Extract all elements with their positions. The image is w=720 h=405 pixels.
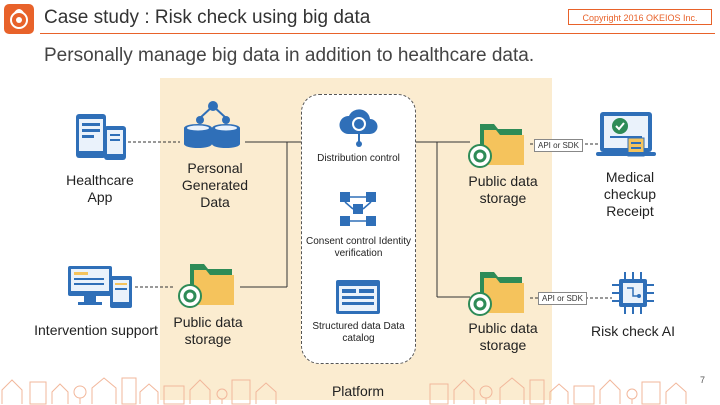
healthcare-app-label: Healthcare App <box>66 172 134 205</box>
structured-label: Structured data Data catalog <box>312 321 405 344</box>
api-sdk-bottom-label: API or SDK <box>538 292 587 305</box>
company-logo-icon <box>4 4 34 34</box>
devices-monitor-icon <box>66 262 138 317</box>
medical-report-laptop-icon <box>596 108 658 169</box>
page-number: 7 <box>700 375 706 385</box>
folder-gear-icon <box>466 266 528 323</box>
public-storage-left-label: Public data storage <box>173 314 243 347</box>
public-storage-bottom-label: Public data storage <box>468 320 538 353</box>
database-icon <box>180 100 246 155</box>
copyright-badge: Copyright 2016 OKEIOS Inc. <box>568 9 712 25</box>
intervention-label: Intervention support <box>34 322 158 338</box>
ai-chip-icon <box>610 270 656 321</box>
folder-gear-icon <box>466 118 528 175</box>
title-divider <box>40 33 715 34</box>
data-catalog-icon <box>334 278 382 321</box>
api-sdk-top-label: API or SDK <box>534 139 583 152</box>
mobile-devices-icon <box>74 108 130 169</box>
personal-data-label: Personal Generated Data <box>181 160 249 210</box>
risk-ai-label: Risk check AI <box>590 323 676 339</box>
consent-label: Consent control Identity verification <box>305 236 412 259</box>
cloud-sync-icon <box>336 102 382 153</box>
folder-gear-icon <box>176 258 238 315</box>
page-title: Case study : Risk check using big data <box>44 7 371 28</box>
platform-label: Platform <box>331 383 385 399</box>
town-skyline-decoration <box>1 377 687 405</box>
public-storage-top-label: Public data storage <box>468 173 538 206</box>
distribution-label: Distribution control <box>317 153 400 164</box>
blockchain-icon <box>338 190 380 233</box>
page-subtitle: Personally manage big data in addition t… <box>44 45 535 66</box>
medical-label: Medical checkup Receipt <box>603 169 657 219</box>
